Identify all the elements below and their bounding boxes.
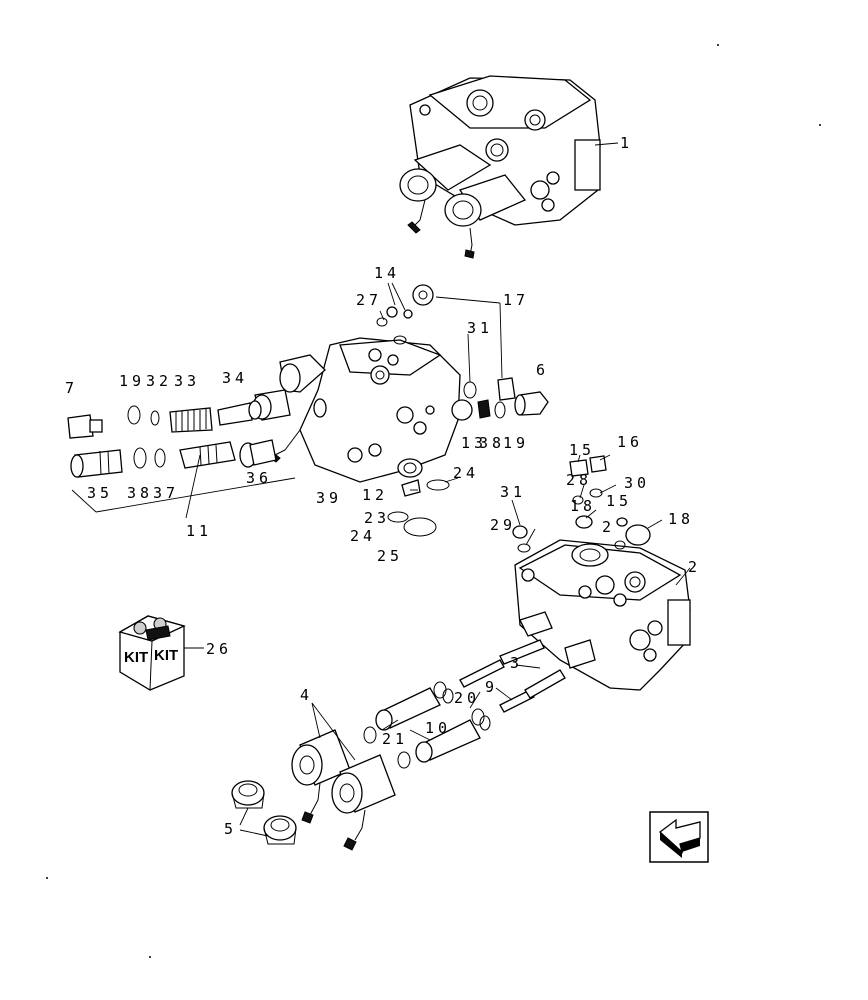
callout-16: 16: [617, 433, 643, 451]
callout-19a: 19: [119, 372, 145, 390]
callout-38b: 38: [127, 484, 153, 502]
valve-assembly-1: [399, 75, 619, 259]
arrow-back-icon[interactable]: [649, 811, 709, 863]
callout-12: 12: [362, 486, 388, 504]
kit-label-left: KIT: [124, 649, 148, 666]
small-parts-middle-right: [376, 284, 549, 537]
callout-38a: 38: [479, 434, 505, 452]
callout-21: 21: [382, 730, 408, 748]
callout-32: 32: [146, 372, 172, 390]
callout-20: 20: [454, 689, 480, 707]
callout-18b: 18: [668, 510, 694, 528]
callout-17: 17: [503, 291, 529, 309]
callout-28: 28: [566, 471, 592, 489]
callout-36: 36: [246, 469, 272, 487]
spool-parts-upper: [67, 400, 262, 439]
solenoid-coils: [291, 729, 396, 851]
callout-33: 33: [174, 372, 200, 390]
callout-2: 2: [688, 558, 701, 576]
callout-24a: 24: [453, 464, 479, 482]
kit-label-right: KIT: [154, 647, 178, 664]
callout-13: 13: [461, 434, 487, 452]
callout-11: 11: [186, 522, 212, 540]
callout-19b: 19: [503, 434, 529, 452]
callout-34: 34: [222, 369, 248, 387]
callout-22: 2: [602, 518, 615, 536]
callout-15a: 15: [569, 441, 595, 459]
valve-assembly-2: [514, 539, 691, 691]
spool-parts-lower: [70, 439, 277, 478]
callout-30: 30: [624, 474, 650, 492]
callout-14: 14: [374, 264, 400, 282]
callout-18a: 18: [570, 497, 596, 515]
callout-23a: 23: [364, 509, 390, 527]
callout-15b: 15: [606, 492, 632, 510]
valve-body-middle: [252, 337, 461, 483]
callout-7: 7: [65, 379, 78, 397]
callout-6: 6: [536, 361, 549, 379]
callout-3: 3: [510, 654, 523, 672]
callout-10: 10: [425, 719, 451, 737]
callout-27: 27: [356, 291, 382, 309]
callout-5: 5: [224, 820, 237, 838]
callout-37: 37: [153, 484, 179, 502]
leaders-lower: [311, 664, 541, 761]
callout-35: 35: [87, 484, 113, 502]
callout-39: 39: [316, 489, 342, 507]
callout-31a: 31: [467, 319, 493, 337]
callout-31b: 31: [500, 483, 526, 501]
callout-4: 4: [300, 686, 313, 704]
callout-25: 25: [377, 547, 403, 565]
end-caps: [231, 780, 297, 845]
callout-29: 29: [490, 516, 516, 534]
kit-box: [118, 615, 204, 691]
leaders-middle: [71, 282, 503, 519]
callout-9: 9: [485, 678, 498, 696]
small-parts-right: [512, 455, 651, 553]
lower-spools: [363, 639, 566, 769]
callout-24b: 24: [350, 527, 376, 545]
callout-1: 1: [620, 134, 633, 152]
callout-26: 26: [206, 640, 232, 658]
leaders-right: [511, 454, 663, 546]
